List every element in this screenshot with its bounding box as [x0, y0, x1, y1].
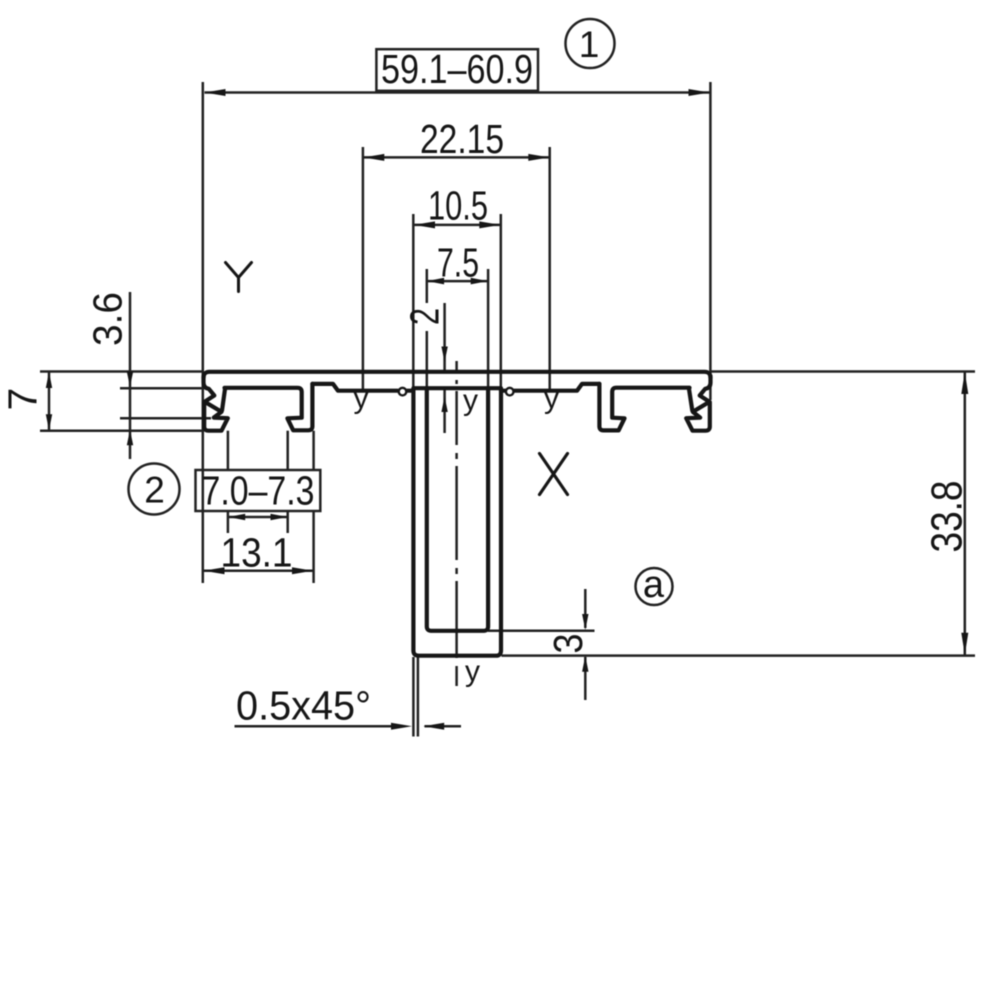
svg-text:7.0–7.3: 7.0–7.3 [202, 468, 315, 514]
svg-text:a: a [643, 564, 665, 606]
svg-text:1: 1 [579, 24, 600, 65]
svg-text:0.5x45°: 0.5x45° [236, 683, 371, 729]
svg-text:y: y [465, 655, 480, 688]
svg-text:3: 3 [545, 634, 591, 654]
svg-text:7.5: 7.5 [437, 240, 479, 286]
svg-text:2: 2 [144, 470, 165, 511]
svg-text:22.15: 22.15 [420, 116, 504, 162]
svg-text:33.8: 33.8 [923, 481, 972, 553]
svg-text:y: y [544, 382, 559, 415]
svg-text:59.1–60.9: 59.1–60.9 [381, 46, 533, 92]
svg-text:y: y [463, 384, 478, 417]
svg-text:y: y [354, 382, 369, 415]
svg-text:7: 7 [0, 388, 46, 411]
svg-text:13.1: 13.1 [221, 530, 293, 576]
svg-text:2: 2 [402, 308, 448, 325]
svg-text:3.6: 3.6 [85, 292, 131, 346]
svg-text:10.5: 10.5 [428, 183, 488, 229]
